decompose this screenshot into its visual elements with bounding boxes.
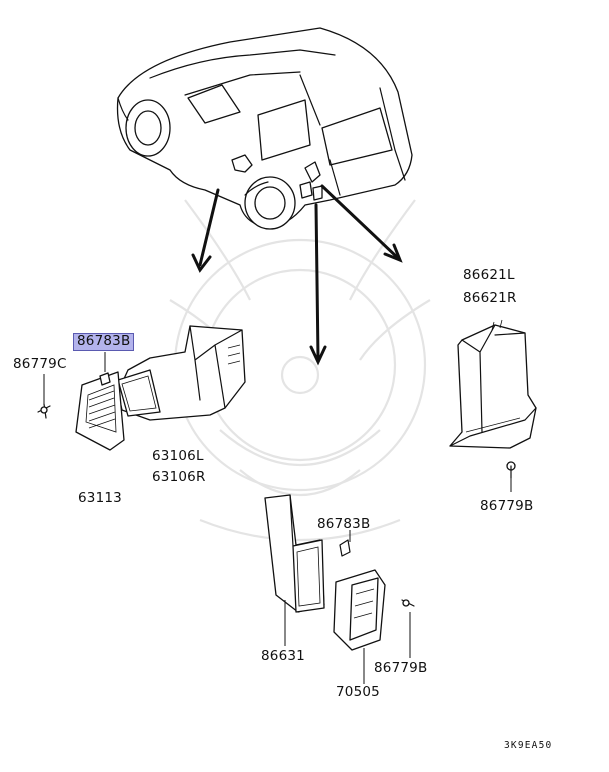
label-63113: 63113 — [78, 490, 122, 506]
label-86783b-highlighted[interactable]: 86783B — [72, 333, 135, 351]
vent-70505 — [333, 569, 386, 684]
clip-86783b-upper — [99, 352, 111, 386]
grille-63113 — [75, 371, 125, 451]
label-86621r: 86621R — [463, 290, 517, 306]
diagram-code: 3K9EA50 — [504, 740, 553, 751]
vehicle-outline — [116, 27, 413, 230]
direction-arrows — [191, 184, 403, 366]
screw-86779b-right — [506, 461, 516, 492]
clip-86783b-middle — [339, 530, 351, 557]
label-86631: 86631 — [261, 648, 305, 664]
label-86779b-bottom: 86779B — [374, 660, 428, 676]
watermark-emblem — [169, 199, 431, 542]
label-63106l: 63106L — [152, 448, 204, 464]
duct-63106 — [117, 325, 246, 421]
screw-86779b-bottom — [401, 599, 415, 658]
label-70505: 70505 — [336, 684, 380, 700]
label-63106r: 63106R — [152, 469, 206, 485]
label-86779b-right: 86779B — [480, 498, 534, 514]
duct-86621 — [449, 319, 537, 449]
label-86779c: 86779C — [13, 356, 67, 372]
screw-86779c — [37, 374, 51, 419]
label-86783b: 86783B — [317, 516, 371, 532]
duct-86631 — [264, 494, 325, 646]
label-86621l: 86621L — [463, 267, 515, 283]
